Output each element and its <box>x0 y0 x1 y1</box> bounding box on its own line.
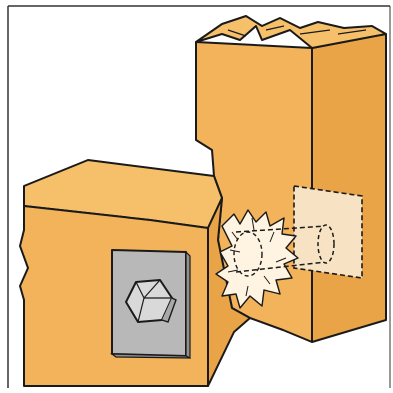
upright-post-side-face <box>312 34 386 342</box>
